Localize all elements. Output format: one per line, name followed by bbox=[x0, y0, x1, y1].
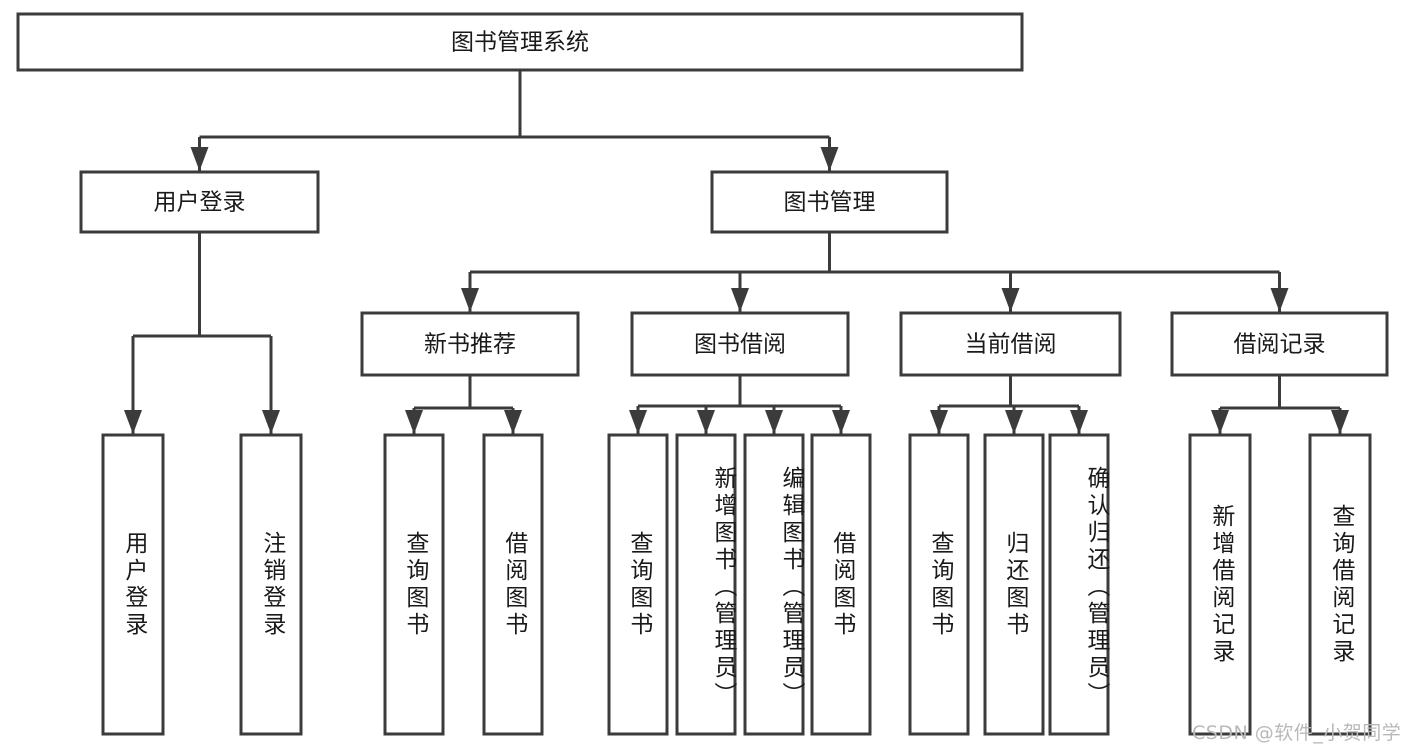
arrow-head-icon bbox=[820, 147, 839, 171]
connector-layer bbox=[124, 70, 1349, 434]
node-box-l-user-logout[interactable] bbox=[239, 433, 303, 736]
node-box-layer bbox=[16, 12, 1389, 736]
arrow-head-icon bbox=[1270, 288, 1289, 312]
arrow-head-icon bbox=[1070, 410, 1088, 434]
arrow-head-icon bbox=[832, 410, 850, 434]
node-box-l-cb-return[interactable] bbox=[983, 433, 1045, 736]
arrow-head-icon bbox=[731, 288, 749, 312]
node-label-n-user-login: 用户登录 bbox=[154, 190, 246, 216]
arrow-head-icon bbox=[1001, 288, 1020, 312]
node-box-l-cb-confirm[interactable] bbox=[1048, 433, 1110, 736]
node-label-n-borrow-record: 借阅记录 bbox=[1234, 332, 1326, 358]
node-label-n-current-borrow: 当前借阅 bbox=[965, 332, 1057, 358]
arrow-head-icon bbox=[190, 147, 209, 171]
arrow-head-icon bbox=[1211, 410, 1229, 434]
arrow-head-icon bbox=[124, 410, 142, 434]
arrow-head-icon bbox=[504, 410, 522, 434]
node-label-n-book-mgmt: 图书管理 bbox=[784, 190, 876, 216]
node-box-n-book-borrow[interactable] bbox=[630, 311, 850, 377]
node-box-l-cb-query[interactable] bbox=[908, 433, 970, 736]
node-box-n-book-mgmt[interactable] bbox=[710, 170, 949, 234]
node-box-l-bb-query[interactable] bbox=[607, 433, 669, 736]
node-label-n-book-borrow: 图书借阅 bbox=[694, 332, 786, 358]
node-box-l-bb-borrow[interactable] bbox=[810, 433, 872, 736]
watermark-credit: CSDN @软件_小贺同学 bbox=[1192, 722, 1402, 744]
node-box-l-br-add[interactable] bbox=[1188, 433, 1252, 736]
node-box-root[interactable] bbox=[16, 12, 1024, 72]
node-box-l-user-login[interactable] bbox=[101, 433, 165, 736]
node-box-l-nbr-borrow[interactable] bbox=[482, 433, 544, 736]
arrow-head-icon bbox=[1005, 410, 1023, 434]
arrow-head-icon bbox=[629, 410, 647, 434]
node-box-l-bb-add[interactable] bbox=[675, 433, 737, 736]
arrow-head-icon bbox=[461, 288, 479, 312]
node-box-n-new-book-rec[interactable] bbox=[360, 311, 580, 377]
node-label-n-new-book-rec: 新书推荐 bbox=[424, 332, 516, 358]
arrow-head-icon bbox=[930, 410, 948, 434]
arrow-head-icon bbox=[697, 410, 715, 434]
node-box-l-nbr-query[interactable] bbox=[383, 433, 445, 736]
node-box-n-borrow-record[interactable] bbox=[1170, 311, 1389, 377]
node-box-n-user-login[interactable] bbox=[79, 170, 320, 234]
arrow-head-icon bbox=[405, 410, 423, 434]
arrow-head-icon bbox=[262, 410, 280, 434]
node-box-l-bb-edit[interactable] bbox=[743, 433, 805, 736]
node-box-n-current-borrow[interactable] bbox=[899, 311, 1122, 377]
arrow-head-icon bbox=[765, 410, 783, 434]
node-box-l-br-query[interactable] bbox=[1308, 433, 1372, 736]
node-label-root: 图书管理系统 bbox=[451, 30, 589, 56]
arrow-head-icon bbox=[1331, 410, 1349, 434]
